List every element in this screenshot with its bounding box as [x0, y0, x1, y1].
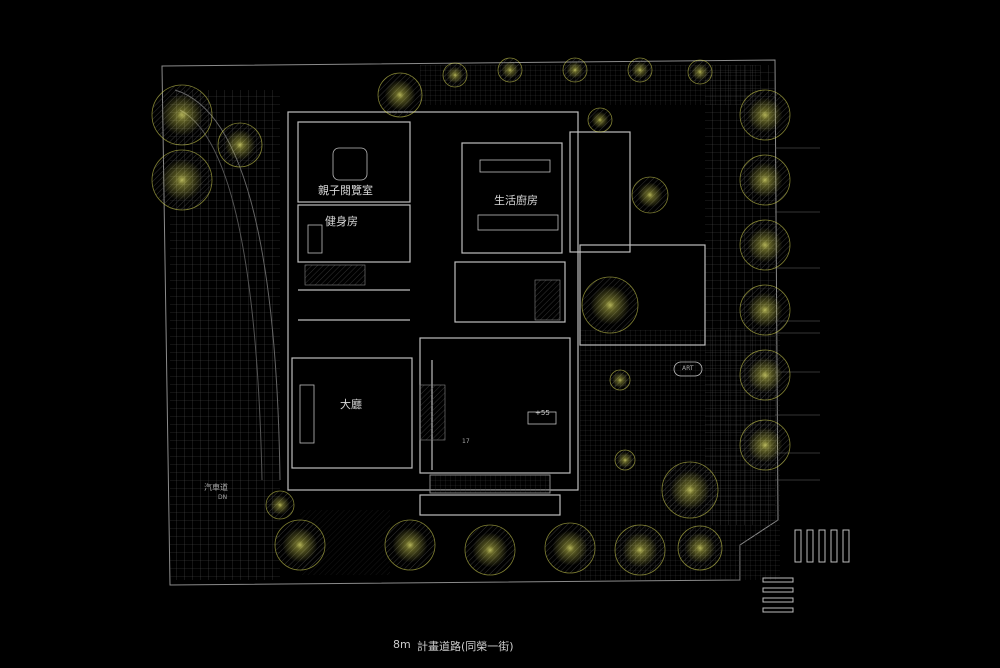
light-glow: [747, 427, 783, 463]
light-glow: [612, 372, 628, 388]
light-glow: [161, 94, 203, 136]
light-glow: [622, 532, 658, 568]
light-glow: [224, 129, 256, 161]
light-glow: [747, 292, 783, 328]
light-glow: [446, 66, 464, 84]
light-glow: [501, 61, 519, 79]
leader-lines: [775, 147, 820, 481]
light-glow: [617, 452, 633, 468]
trees: [151, 57, 791, 576]
light-glow: [590, 285, 630, 325]
road-name: 計畫道路(同榮一街): [417, 640, 514, 653]
stairs: [304, 264, 561, 441]
room-label-reading-room: 親子閱覽室: [318, 184, 373, 197]
light-glow: [684, 532, 716, 564]
light-glow: [747, 227, 783, 263]
crosswalk: [762, 529, 850, 613]
light-glow: [384, 79, 416, 111]
level-tag: +55: [535, 409, 550, 417]
room-label-gym: 健身房: [325, 215, 358, 228]
light-glow: [747, 357, 783, 393]
art-label: ART: [682, 365, 694, 372]
light-glow: [566, 61, 584, 79]
room-number: 17: [462, 438, 470, 445]
light-glow: [591, 111, 609, 129]
light-glow: [161, 159, 203, 201]
road-width: 8m: [393, 638, 411, 651]
light-glow: [472, 532, 508, 568]
light-glow: [747, 162, 783, 198]
room-label-kitchen: 生活廚房: [494, 194, 538, 207]
light-glow: [631, 61, 649, 79]
light-glow: [670, 470, 710, 510]
driveway-label: 汽車道: [204, 483, 228, 492]
light-glow: [552, 530, 588, 566]
bench-seating: [429, 474, 551, 494]
light-glow: [691, 63, 709, 81]
light-glow: [747, 97, 783, 133]
furniture: [299, 147, 703, 444]
light-glow: [270, 495, 290, 515]
light-glow: [392, 527, 428, 563]
building-walls: [287, 111, 706, 516]
light-glow: [282, 527, 318, 563]
light-glow: [637, 182, 663, 208]
room-label-lobby: 大廳: [340, 398, 362, 411]
driveway-direction: DN: [218, 494, 228, 501]
